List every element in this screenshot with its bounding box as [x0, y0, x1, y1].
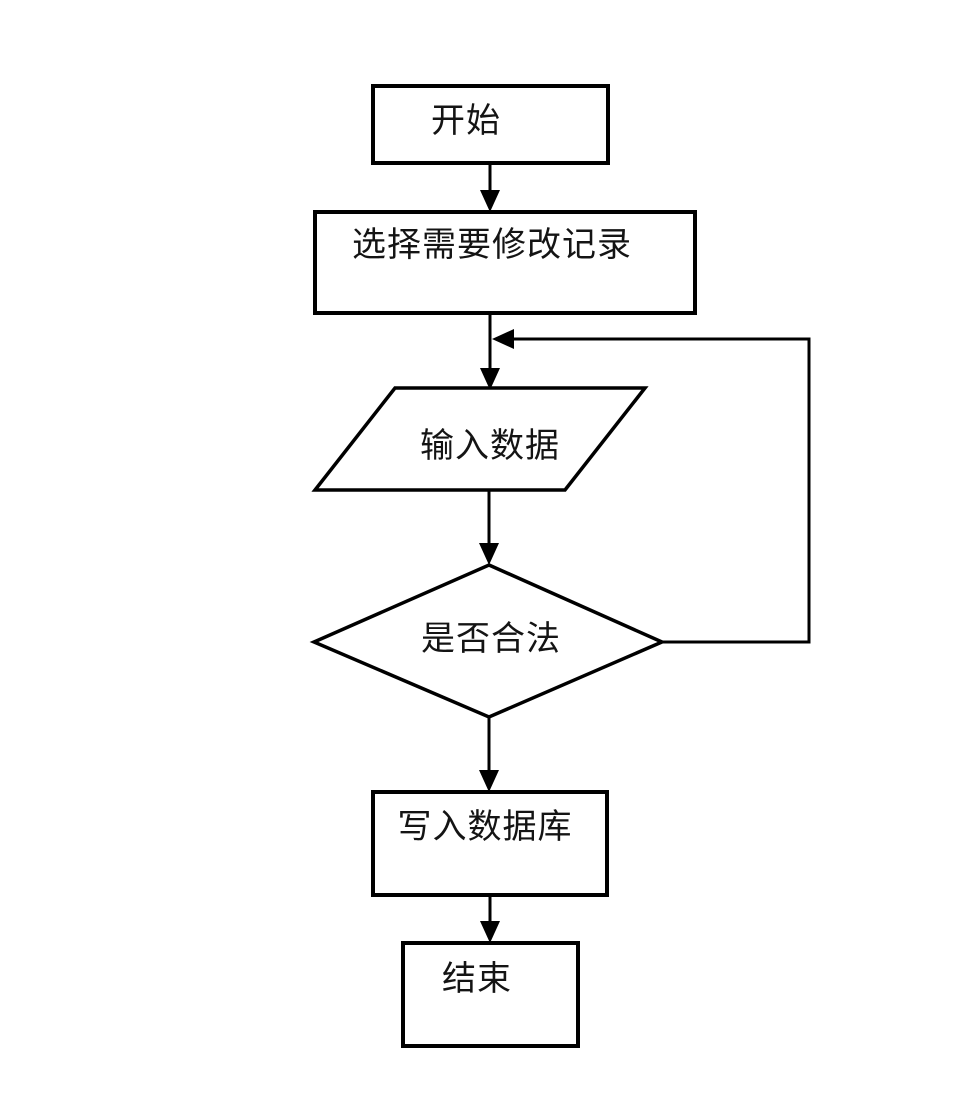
write-db-node-shape [371, 790, 609, 897]
arrowhead-down-icon [479, 770, 499, 792]
input-data-node-shape [311, 386, 649, 492]
arrowhead-down-icon [480, 368, 500, 390]
start-node-shape [371, 84, 610, 165]
arrowhead-left-icon [492, 329, 514, 349]
input-data-node-label: 输入数据 [420, 428, 560, 465]
start-node-label: 开始 [431, 103, 501, 140]
arrowhead-down-icon [480, 190, 500, 212]
end-node-label: 结束 [442, 961, 512, 998]
write-db-node-label: 写入数据库 [397, 809, 573, 846]
arrowhead-down-icon [479, 543, 499, 565]
end-node-shape [401, 941, 580, 1048]
select-record-node-shape [313, 210, 697, 315]
select-record-node-label: 选择需要修改记录 [352, 227, 632, 264]
validate-node-label: 是否合法 [421, 621, 561, 658]
arrowhead-down-icon [480, 921, 500, 943]
edge-validate-loop-back [514, 337, 811, 644]
